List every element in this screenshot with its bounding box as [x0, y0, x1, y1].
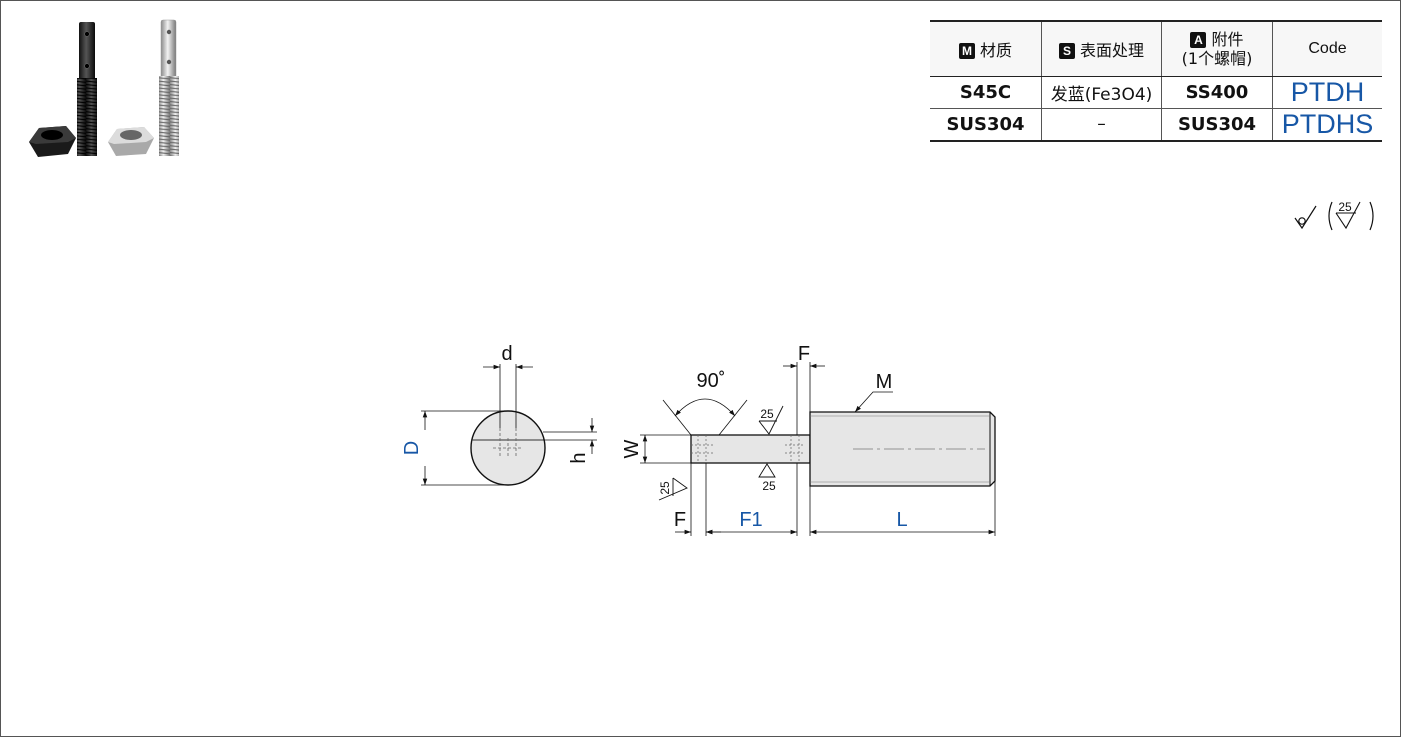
table-row: S45C 发蓝(Fe3O4) SS400 PTDH — [930, 76, 1382, 109]
dim-F1-label: F1 — [739, 509, 762, 531]
cell-material: S45C — [930, 76, 1042, 109]
end-view: d D h — [401, 343, 597, 486]
roughness-legend: 25 — [1294, 200, 1374, 231]
header-code: Code — [1272, 20, 1382, 77]
cell-material: SUS304 — [930, 108, 1042, 142]
technical-drawing: d D h — [401, 343, 996, 536]
roughness-c-value: 25 — [658, 481, 672, 495]
cell-surface: – — [1041, 108, 1162, 142]
side-view: 90˚ F M W 25 25 — [621, 343, 996, 536]
roughness-symbol-b-icon — [758, 463, 776, 478]
roughness-symbol-c-icon — [658, 477, 688, 501]
dim-F-bottom-label: F — [674, 509, 686, 531]
table-row: SUS304 – SUS304 PTDHS — [930, 108, 1382, 142]
header-accessory-note: (1个螺帽) — [1181, 48, 1253, 68]
surface-badge-icon: S — [1058, 42, 1075, 59]
roughness-symbol-a-icon — [758, 405, 784, 435]
header-accessory-label: 附件 — [1211, 29, 1244, 49]
roughness-a-value: 25 — [760, 407, 774, 421]
accessory-badge-icon: A — [1190, 31, 1207, 48]
paren-left-icon — [1328, 201, 1333, 231]
cell-accessory: SS400 — [1161, 76, 1273, 109]
dim-d-label: d — [501, 343, 512, 365]
dim-angle-label: 90˚ — [697, 370, 726, 392]
cell-code-link[interactable]: PTDH — [1272, 76, 1382, 109]
cell-accessory: SUS304 — [1161, 108, 1273, 142]
material-badge-icon: M — [958, 42, 975, 59]
paren-right-icon — [1369, 201, 1374, 231]
thread-M-label: M — [876, 371, 893, 393]
cell-code-link[interactable]: PTDHS — [1272, 108, 1382, 142]
product-photo — [29, 19, 179, 157]
dim-h-label: h — [568, 452, 590, 463]
roughness-b-value: 25 — [762, 479, 776, 493]
header-surface-label: 表面处理 — [1079, 40, 1144, 60]
dim-L-label: L — [896, 509, 907, 531]
dim-D-label: D — [401, 441, 423, 455]
cell-surface: 发蓝(Fe3O4) — [1041, 76, 1162, 109]
roughness-symbol-icon — [1335, 201, 1361, 230]
dim-W-label: W — [621, 439, 643, 458]
no-machining-symbol-icon — [1294, 205, 1317, 230]
header-material-label: 材质 — [979, 40, 1012, 60]
dim-F-top-label: F — [798, 343, 810, 365]
roughness-value: 25 — [1338, 200, 1352, 214]
